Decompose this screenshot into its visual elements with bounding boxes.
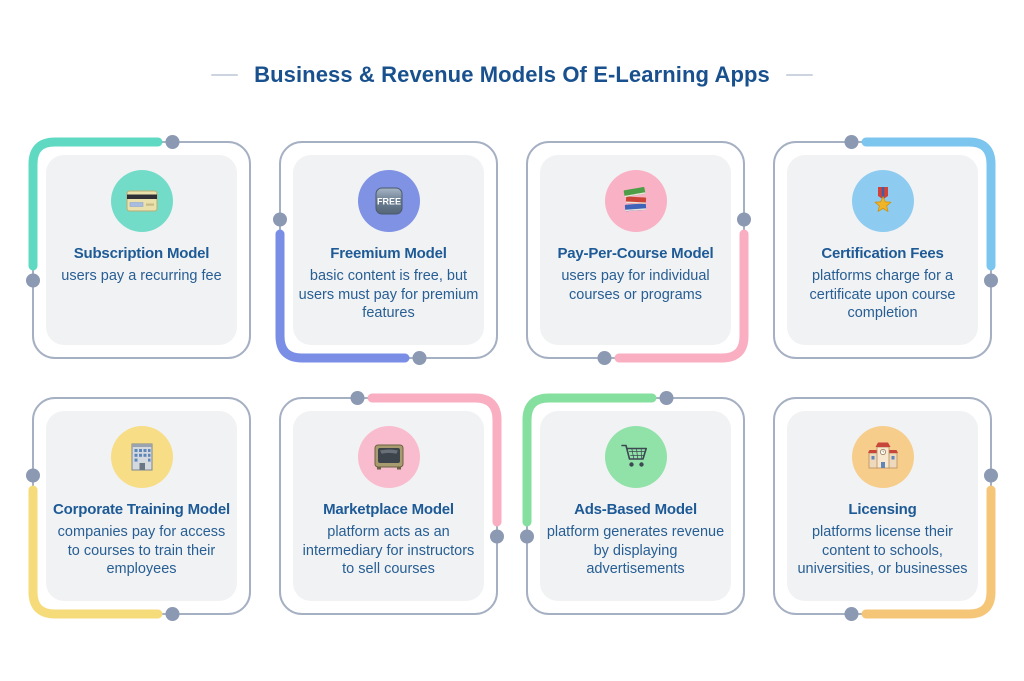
shopping-cart-icon <box>620 444 647 467</box>
header: Business & Revenue Models Of E-Learning … <box>0 62 1024 88</box>
icon-circle <box>110 426 173 488</box>
card-corporate-training-model: Corporate Training Model companies pay f… <box>26 397 251 621</box>
card-title: Subscription Model <box>73 245 210 262</box>
card-panel: Certification Fees platforms charge for … <box>787 155 978 345</box>
connector-dot <box>597 351 612 365</box>
connector-dot <box>26 468 40 483</box>
accent-bracket <box>367 393 502 527</box>
connector-dot <box>273 212 287 227</box>
card-panel: Corporate Training Model companies pay f… <box>46 411 237 601</box>
accent-bracket <box>28 137 163 271</box>
icon-circle <box>851 170 914 232</box>
icon-circle <box>357 426 420 488</box>
office-building-icon <box>131 443 152 471</box>
connector-dot <box>737 212 751 227</box>
icon-circle <box>851 426 914 488</box>
accent-bracket <box>28 485 163 619</box>
card-frame <box>773 135 998 359</box>
svg-text:FREE: FREE <box>376 197 400 207</box>
card-panel: Marketplace Model platform acts as an in… <box>293 411 484 601</box>
connector-dot <box>412 351 427 365</box>
card-frame <box>26 397 251 621</box>
television-icon <box>374 444 403 470</box>
icon-circle <box>110 170 173 232</box>
card-title: Ads-Based Model <box>574 501 697 518</box>
card-title: Corporate Training Model <box>53 501 230 518</box>
card-panel: Pay-Per-Course Model users pay for indiv… <box>540 155 731 345</box>
card-description: basic content is free, but users must pa… <box>298 268 479 322</box>
cards-grid: Subscription Model users pay a recurring… <box>26 135 998 621</box>
page-title: Business & Revenue Models Of E-Learning … <box>254 62 770 87</box>
icon-circle <box>604 426 667 488</box>
accent-bracket <box>275 229 410 363</box>
connector-dot <box>984 273 998 288</box>
title-left-line <box>211 74 239 76</box>
card-title: Freemium Model <box>330 245 447 262</box>
accent-bracket <box>614 229 749 363</box>
card-description: platform generates revenue by displaying… <box>546 524 725 578</box>
books-icon <box>623 186 646 212</box>
connector-dot <box>844 607 859 621</box>
card-panel: Licensing platforms license their conten… <box>787 411 978 601</box>
card-title: Marketplace Model <box>323 501 454 518</box>
card-frame <box>520 391 745 615</box>
free-button-icon: FREE <box>375 187 402 215</box>
connector-dot <box>490 529 504 544</box>
card-description: users pay for individual courses or prog… <box>561 268 710 303</box>
icon-circle: FREE <box>357 170 420 232</box>
card-pay-per-course-model: Pay-Per-Course Model users pay for indiv… <box>526 141 751 365</box>
card-ads-based-model: Ads-Based Model platform generates reven… <box>520 391 745 615</box>
card-panel: Ads-Based Model platform generates reven… <box>540 411 731 601</box>
card-panel: Subscription Model users pay a recurring… <box>46 155 237 345</box>
card-description: platform acts as an intermediary for ins… <box>302 524 475 578</box>
connector-dot <box>659 391 674 405</box>
connector-dot <box>26 273 40 288</box>
accent-bracket <box>522 393 657 527</box>
card-licensing: Licensing platforms license their conten… <box>773 397 998 621</box>
card-frame <box>273 141 498 365</box>
icon-circle <box>604 170 667 232</box>
card-certification-fees: Certification Fees platforms charge for … <box>773 135 998 359</box>
card-marketplace-model: Marketplace Model platform acts as an in… <box>279 391 504 615</box>
card-subscription-model: Subscription Model users pay a recurring… <box>26 135 251 359</box>
card-title: Pay-Per-Course Model <box>557 245 714 262</box>
card-title: Certification Fees <box>821 245 944 262</box>
school-icon <box>867 442 898 469</box>
connector-dot <box>984 468 998 483</box>
military-medal-icon <box>874 187 891 212</box>
card-description: companies pay for access to courses to t… <box>57 524 226 578</box>
card-frame <box>279 391 504 615</box>
title-right-line <box>785 74 813 76</box>
card-description: platforms charge for a certificate upon … <box>809 268 956 322</box>
card-title: Licensing <box>848 501 917 518</box>
card-frame <box>26 135 251 359</box>
card-frame <box>773 397 998 621</box>
accent-bracket <box>861 137 996 271</box>
card-description: platforms license their content to schoo… <box>797 524 968 578</box>
connector-dot <box>165 607 180 621</box>
connector-dot <box>350 391 365 405</box>
accent-bracket <box>861 485 996 619</box>
card-panel: FREE Freemium Model basic content is fre… <box>293 155 484 345</box>
card-frame <box>526 141 751 365</box>
connector-dot <box>165 135 180 149</box>
credit-card-icon <box>126 190 157 212</box>
connector-dot <box>844 135 859 149</box>
card-description: users pay a recurring fee <box>61 268 222 284</box>
card-freemium-model: FREE Freemium Model basic content is fre… <box>273 141 498 365</box>
connector-dot <box>520 529 534 544</box>
